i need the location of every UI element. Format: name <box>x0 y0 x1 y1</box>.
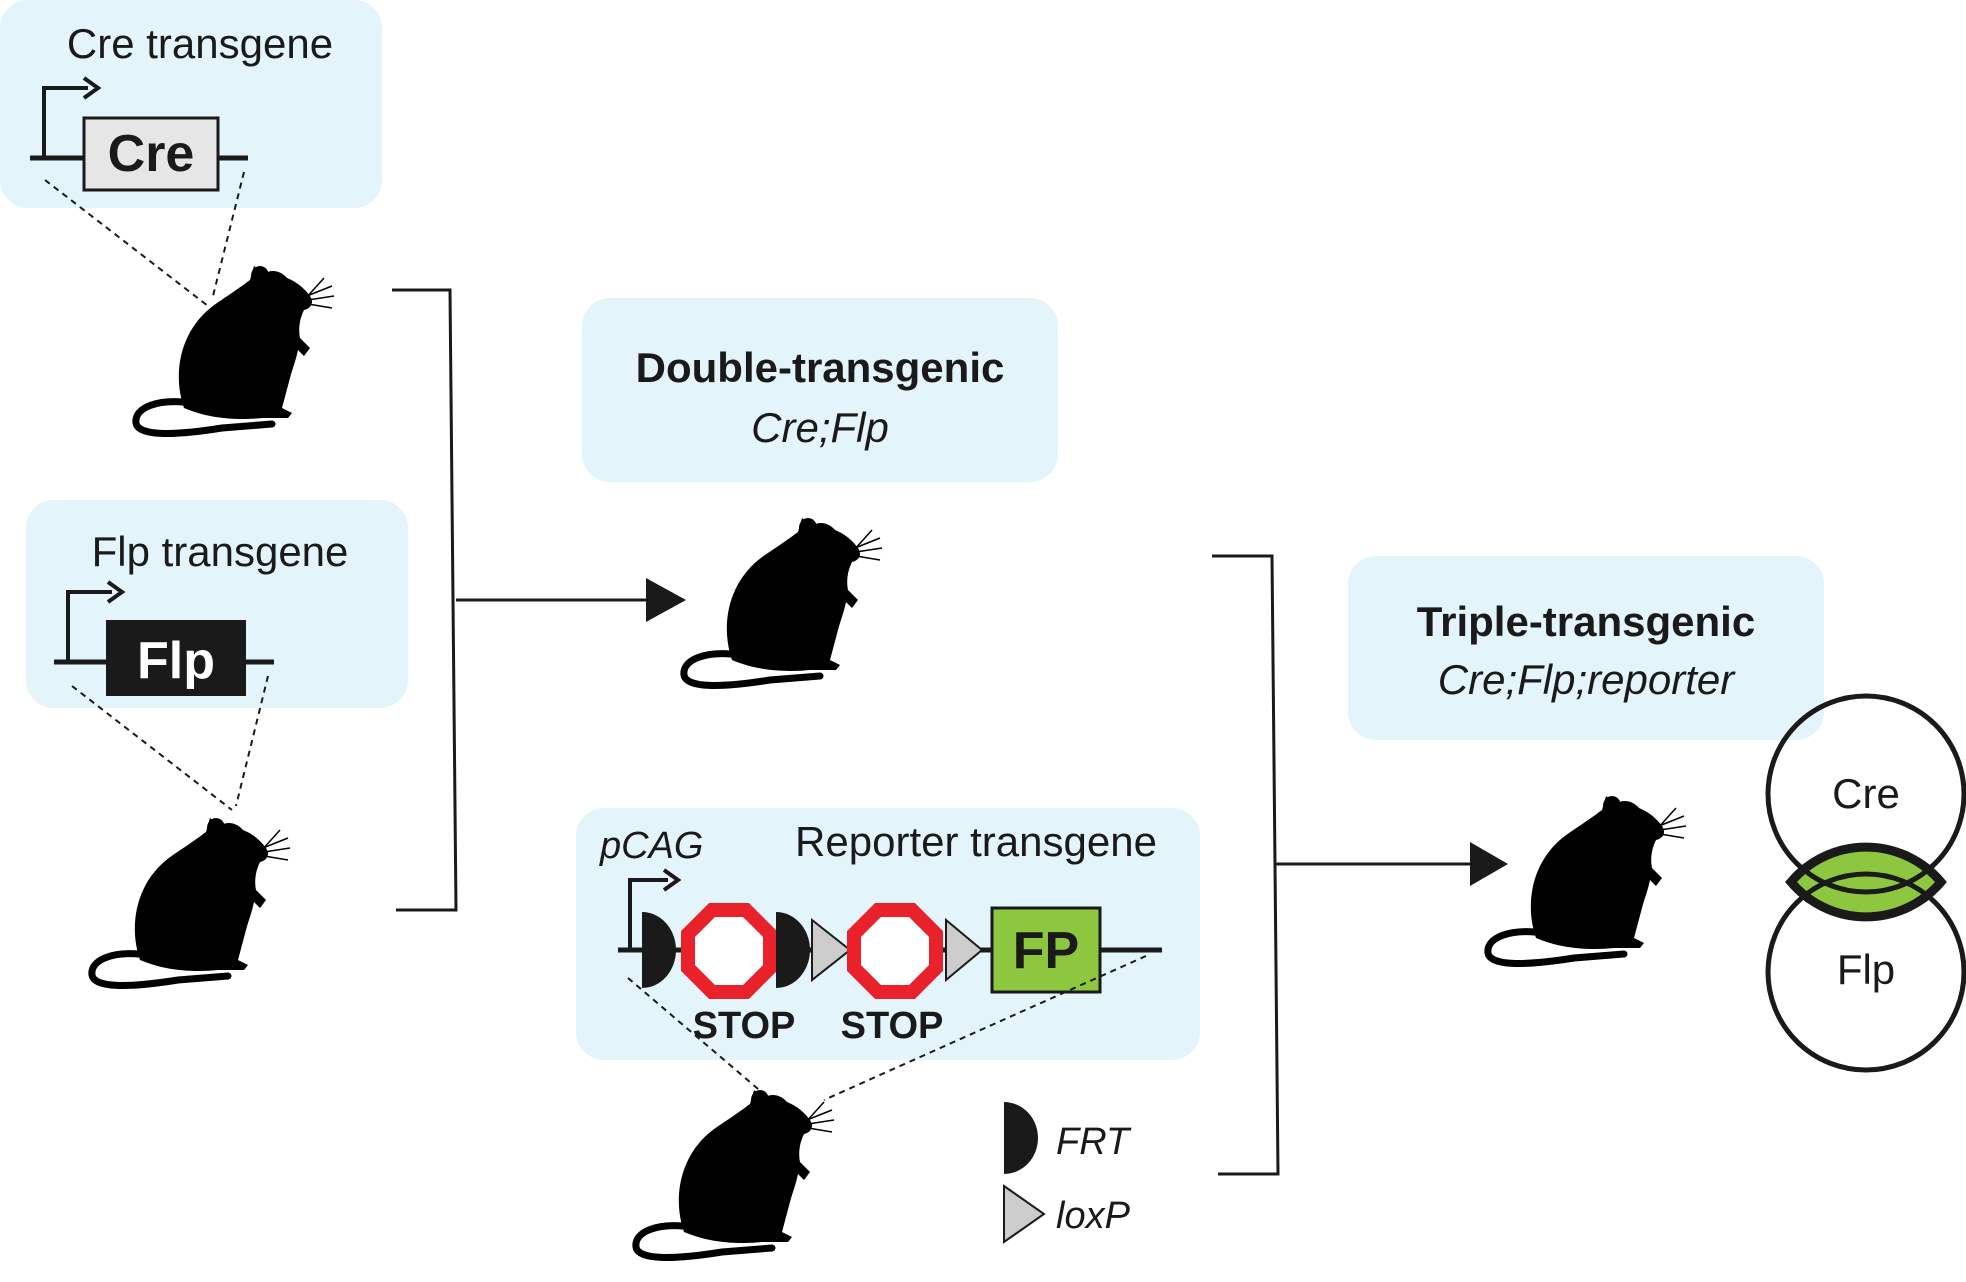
stop-label-1: STOP <box>693 1005 796 1047</box>
cre-gene-label: Cre <box>108 125 195 183</box>
loxp-legend-icon <box>1003 1184 1046 1244</box>
venn-intersection <box>1791 847 1941 917</box>
flp-box-title: Flp transgene <box>92 528 349 575</box>
stop-label-2: STOP <box>841 1005 944 1047</box>
stop-sign-icon-2 <box>847 903 943 999</box>
cre-transgene-box: Cre transgene Cre <box>0 0 382 208</box>
triple-transgenic-genotype: Cre;Flp;reporter <box>1438 656 1736 703</box>
frt-site-1 <box>642 912 676 988</box>
frt-legend-label: FRT <box>1056 1121 1132 1163</box>
reporter-box-title: Reporter transgene <box>795 818 1157 865</box>
loxp-site-1 <box>811 917 852 983</box>
cre-mouse-icon <box>136 266 334 433</box>
double-transgenic-box: Double-transgenic Cre;Flp <box>582 298 1058 482</box>
double-transgenic-genotype: Cre;Flp <box>751 404 889 451</box>
stop-sign-icon-1 <box>681 903 777 999</box>
triple-transgenic-title: Triple-transgenic <box>1417 598 1755 645</box>
fp-gene-label: FP <box>1013 922 1079 980</box>
venn-label-cre: Cre <box>1832 770 1900 817</box>
legend: FRT loxP <box>1003 1102 1132 1244</box>
reporter-mouse-icon <box>636 1090 834 1257</box>
loxp-legend-label: loxP <box>1056 1195 1131 1237</box>
triple-transgenic-box: Triple-transgenic Cre;Flp;reporter <box>1348 556 1824 740</box>
frt-legend-icon <box>1004 1102 1038 1174</box>
reporter-transgene-box: pCAG Reporter transgene FP STOP STOP <box>576 808 1200 1060</box>
double-mouse-icon <box>684 518 882 685</box>
flp-transgene-box: Flp transgene Flp <box>26 500 408 708</box>
flp-gene-label: Flp <box>137 632 215 690</box>
venn-circle-cre <box>1765 693 1966 895</box>
venn-label-flp: Flp <box>1837 946 1895 993</box>
double-transgenic-title: Double-transgenic <box>636 344 1005 391</box>
flp-mouse-icon <box>92 818 290 985</box>
cre-box-title: Cre transgene <box>67 20 333 67</box>
triple-mouse-icon <box>1488 796 1686 963</box>
frt-site-2 <box>776 912 810 988</box>
pcag-label: pCAG <box>599 825 703 867</box>
loxp-site-2 <box>945 917 984 983</box>
venn-circle-flp <box>1765 871 1966 1073</box>
venn-diagram: Cre Flp <box>1765 693 1966 1073</box>
